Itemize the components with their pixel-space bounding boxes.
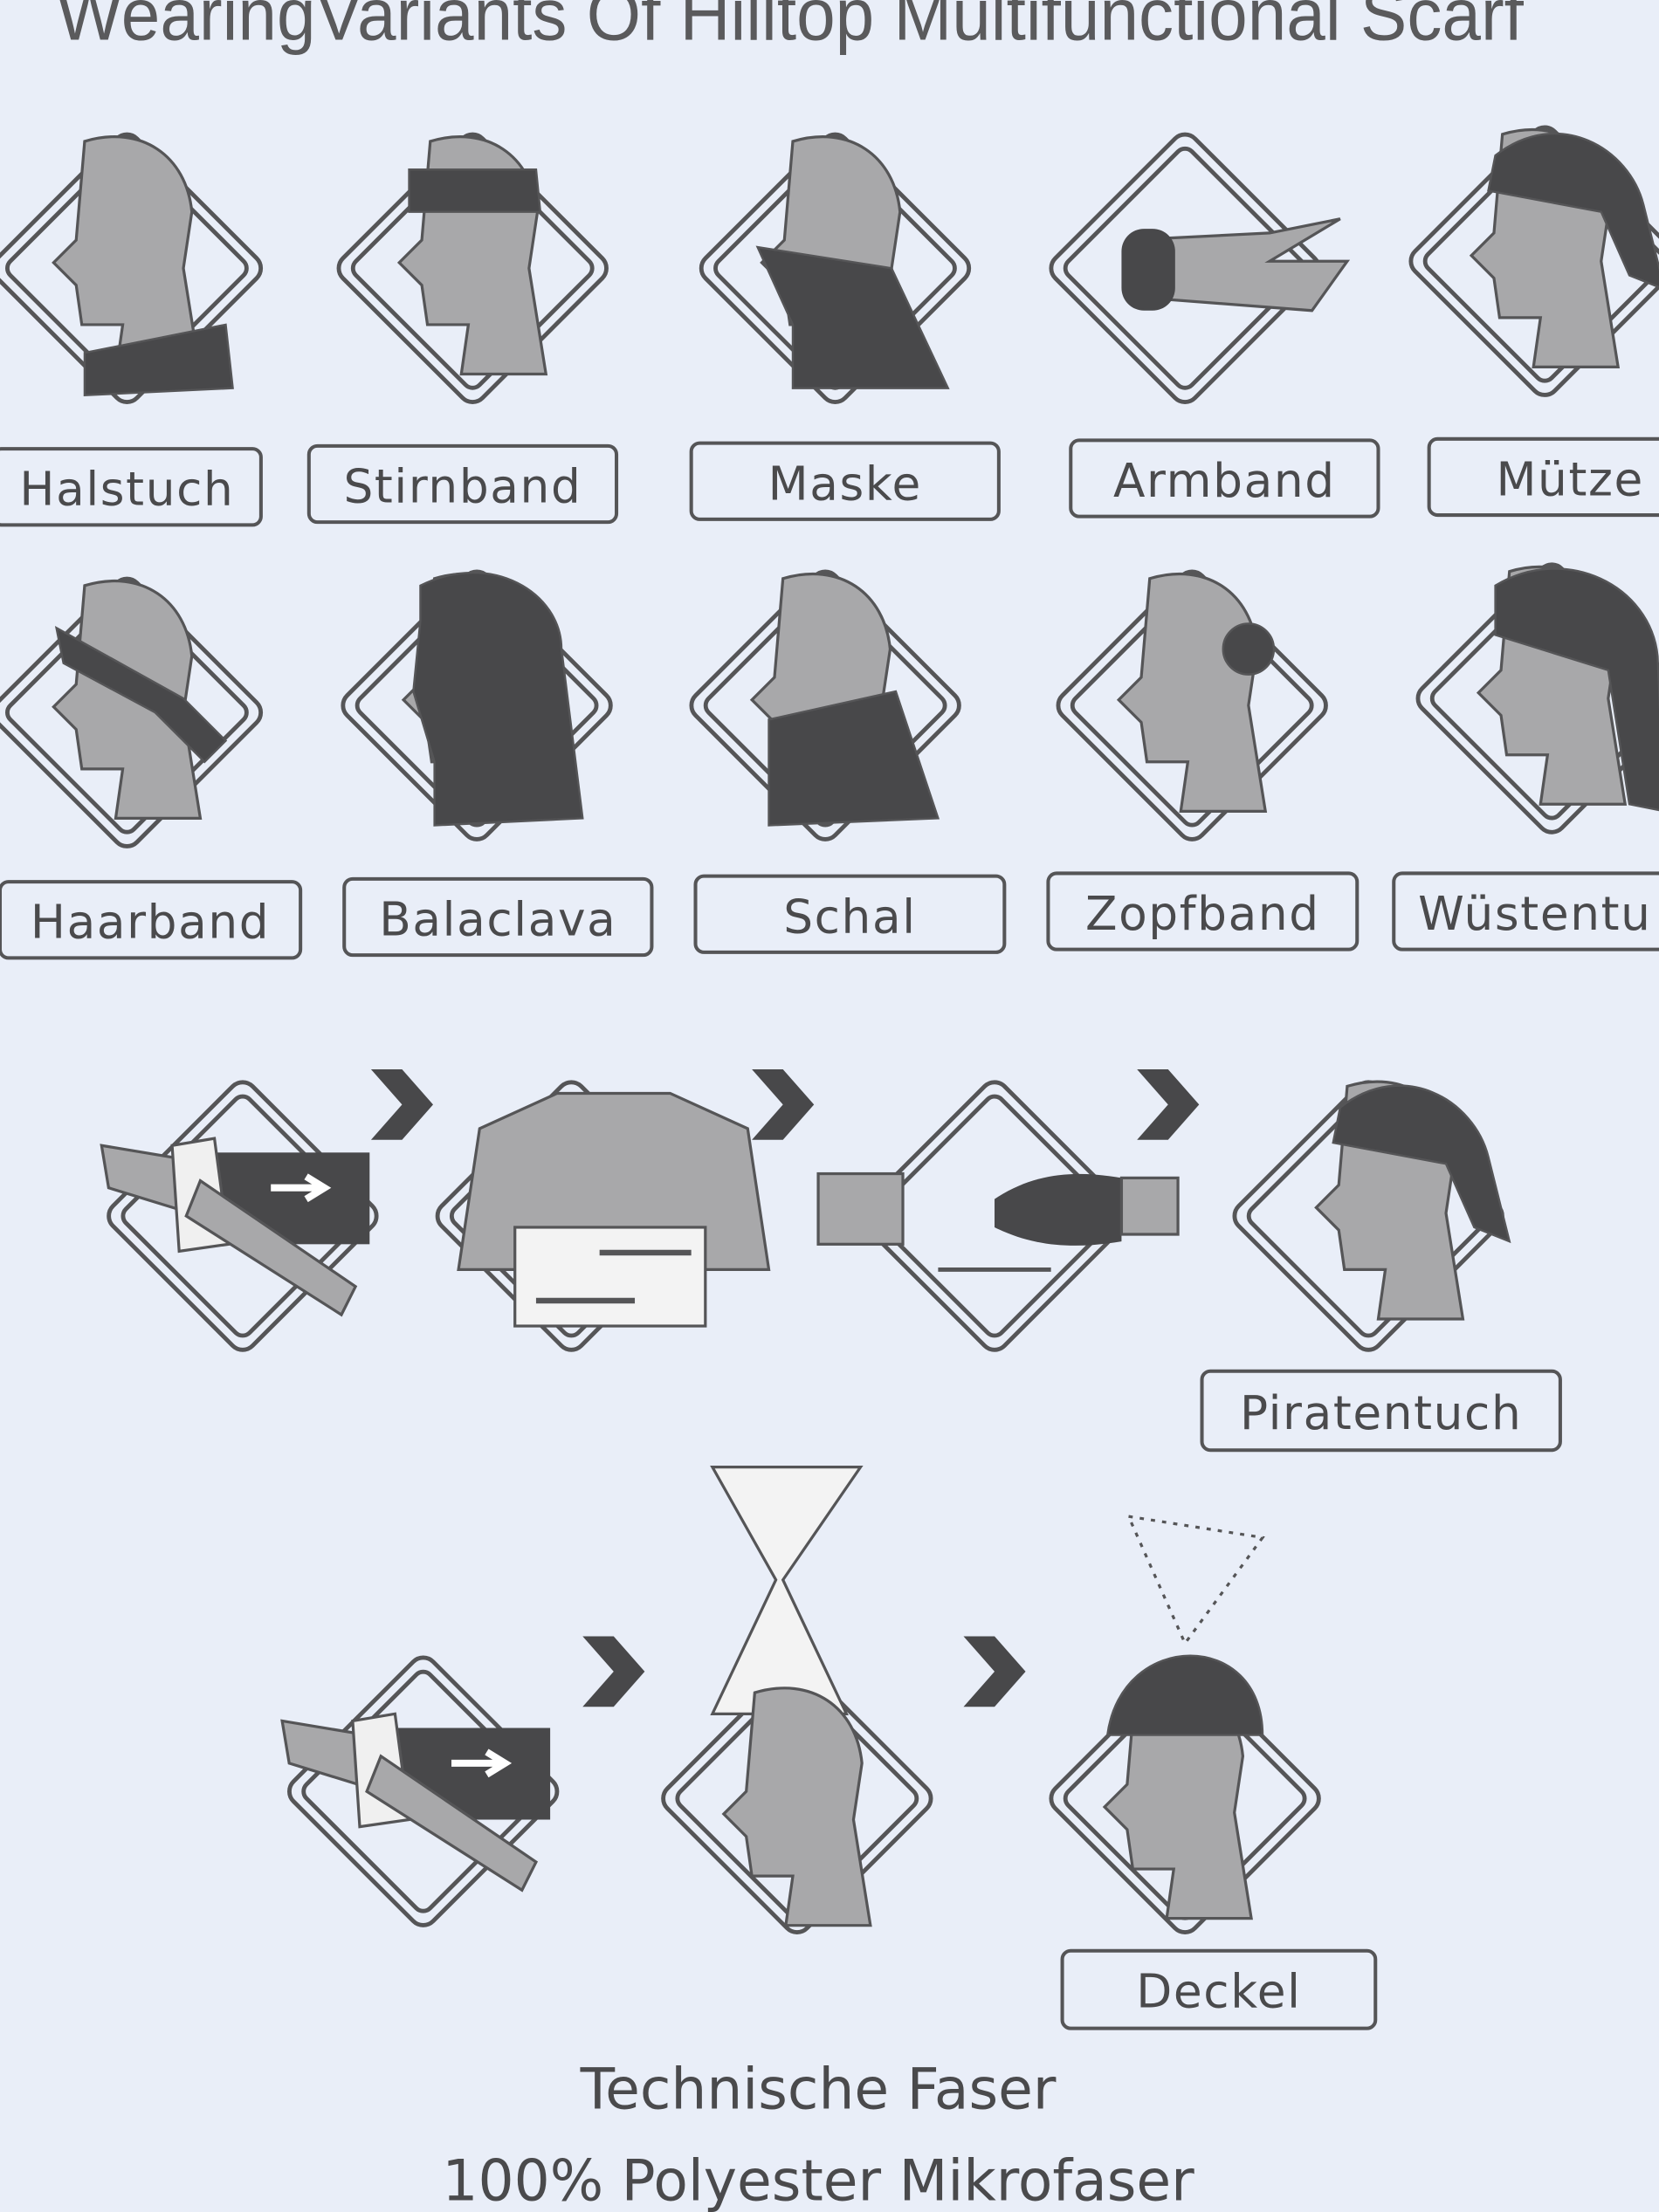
twist-icon [816,1171,1180,1272]
label-box [0,880,303,960]
variant-label-piratentuch: Piratentuch [1240,1386,1522,1440]
variant-label-mtze: Mütze [1496,452,1644,506]
chevron-right-icon [582,1636,645,1707]
label-box [693,874,1007,954]
mtze-head-icon [1469,128,1659,369]
footer-material-composition: 100% Polyester Mikrofaser [442,2149,1194,2212]
diamond-frame-armband [1049,132,1321,404]
chevron-right-icon [752,1068,815,1140]
footer-material-title: Technische Faser [580,2057,1057,2123]
wstentu-head-icon [1476,565,1659,812]
stirnband-head-icon [396,135,548,376]
variant-label-zopfband: Zopfband [1085,887,1320,941]
schal-head-icon [749,572,940,827]
variant-label-balaclava: Balaclava [379,893,616,947]
chevron-right-icon [1137,1068,1200,1140]
pirate-head-icon [1314,1080,1511,1321]
illustrations [0,125,1659,1934]
haarband-head-icon [52,580,228,821]
diamond-frame-step3 [858,1080,1131,1352]
label-box [1069,438,1380,519]
chevron-right-icon [963,1636,1026,1707]
label-box [1046,871,1360,951]
variant-label-stirnband: Stirnband [343,460,582,514]
folding-step-icon [280,1712,551,1893]
variant-label-maske: Maske [768,457,922,511]
variant-label-halstuch: Halstuch [19,463,234,517]
label-box [689,441,1001,521]
folding-step-icon [100,1137,370,1317]
arm-icon [1121,217,1351,313]
variant-label-haarband: Haarband [31,896,270,950]
variant-label-deckel: Deckel [1136,1964,1301,2018]
page-title: WearingVariants Of Hilltop Multifunction… [57,0,1525,56]
cap-step-head-icon [721,1686,872,1927]
dotted-fold-outline [1126,1515,1265,1646]
halstuch-head-icon [52,135,234,396]
label-box [0,447,263,527]
twisted-tube-icon [710,1465,864,1715]
label-box [1392,871,1659,951]
label-box [342,876,654,958]
maske-head-icon [755,135,950,389]
balaclava-head-icon [401,571,584,827]
shirt-fold-icon [457,1091,771,1328]
label-box [1200,1369,1562,1453]
variant-label-armband: Armband [1113,454,1336,508]
variant-label-wstentu: Wüstentu [1418,887,1651,941]
variant-label-schal: Schal [783,890,916,944]
label-box [1427,436,1659,518]
chevron-right-icon [370,1068,434,1140]
variant-labels: Halstuch Stirnband Maske Armband MützeHaarba… [0,436,1659,2030]
label-box [1060,1948,1378,2030]
label-box [306,443,619,525]
deckel-head-icon [1102,1654,1264,1920]
zopfband-head-icon [1116,572,1276,813]
